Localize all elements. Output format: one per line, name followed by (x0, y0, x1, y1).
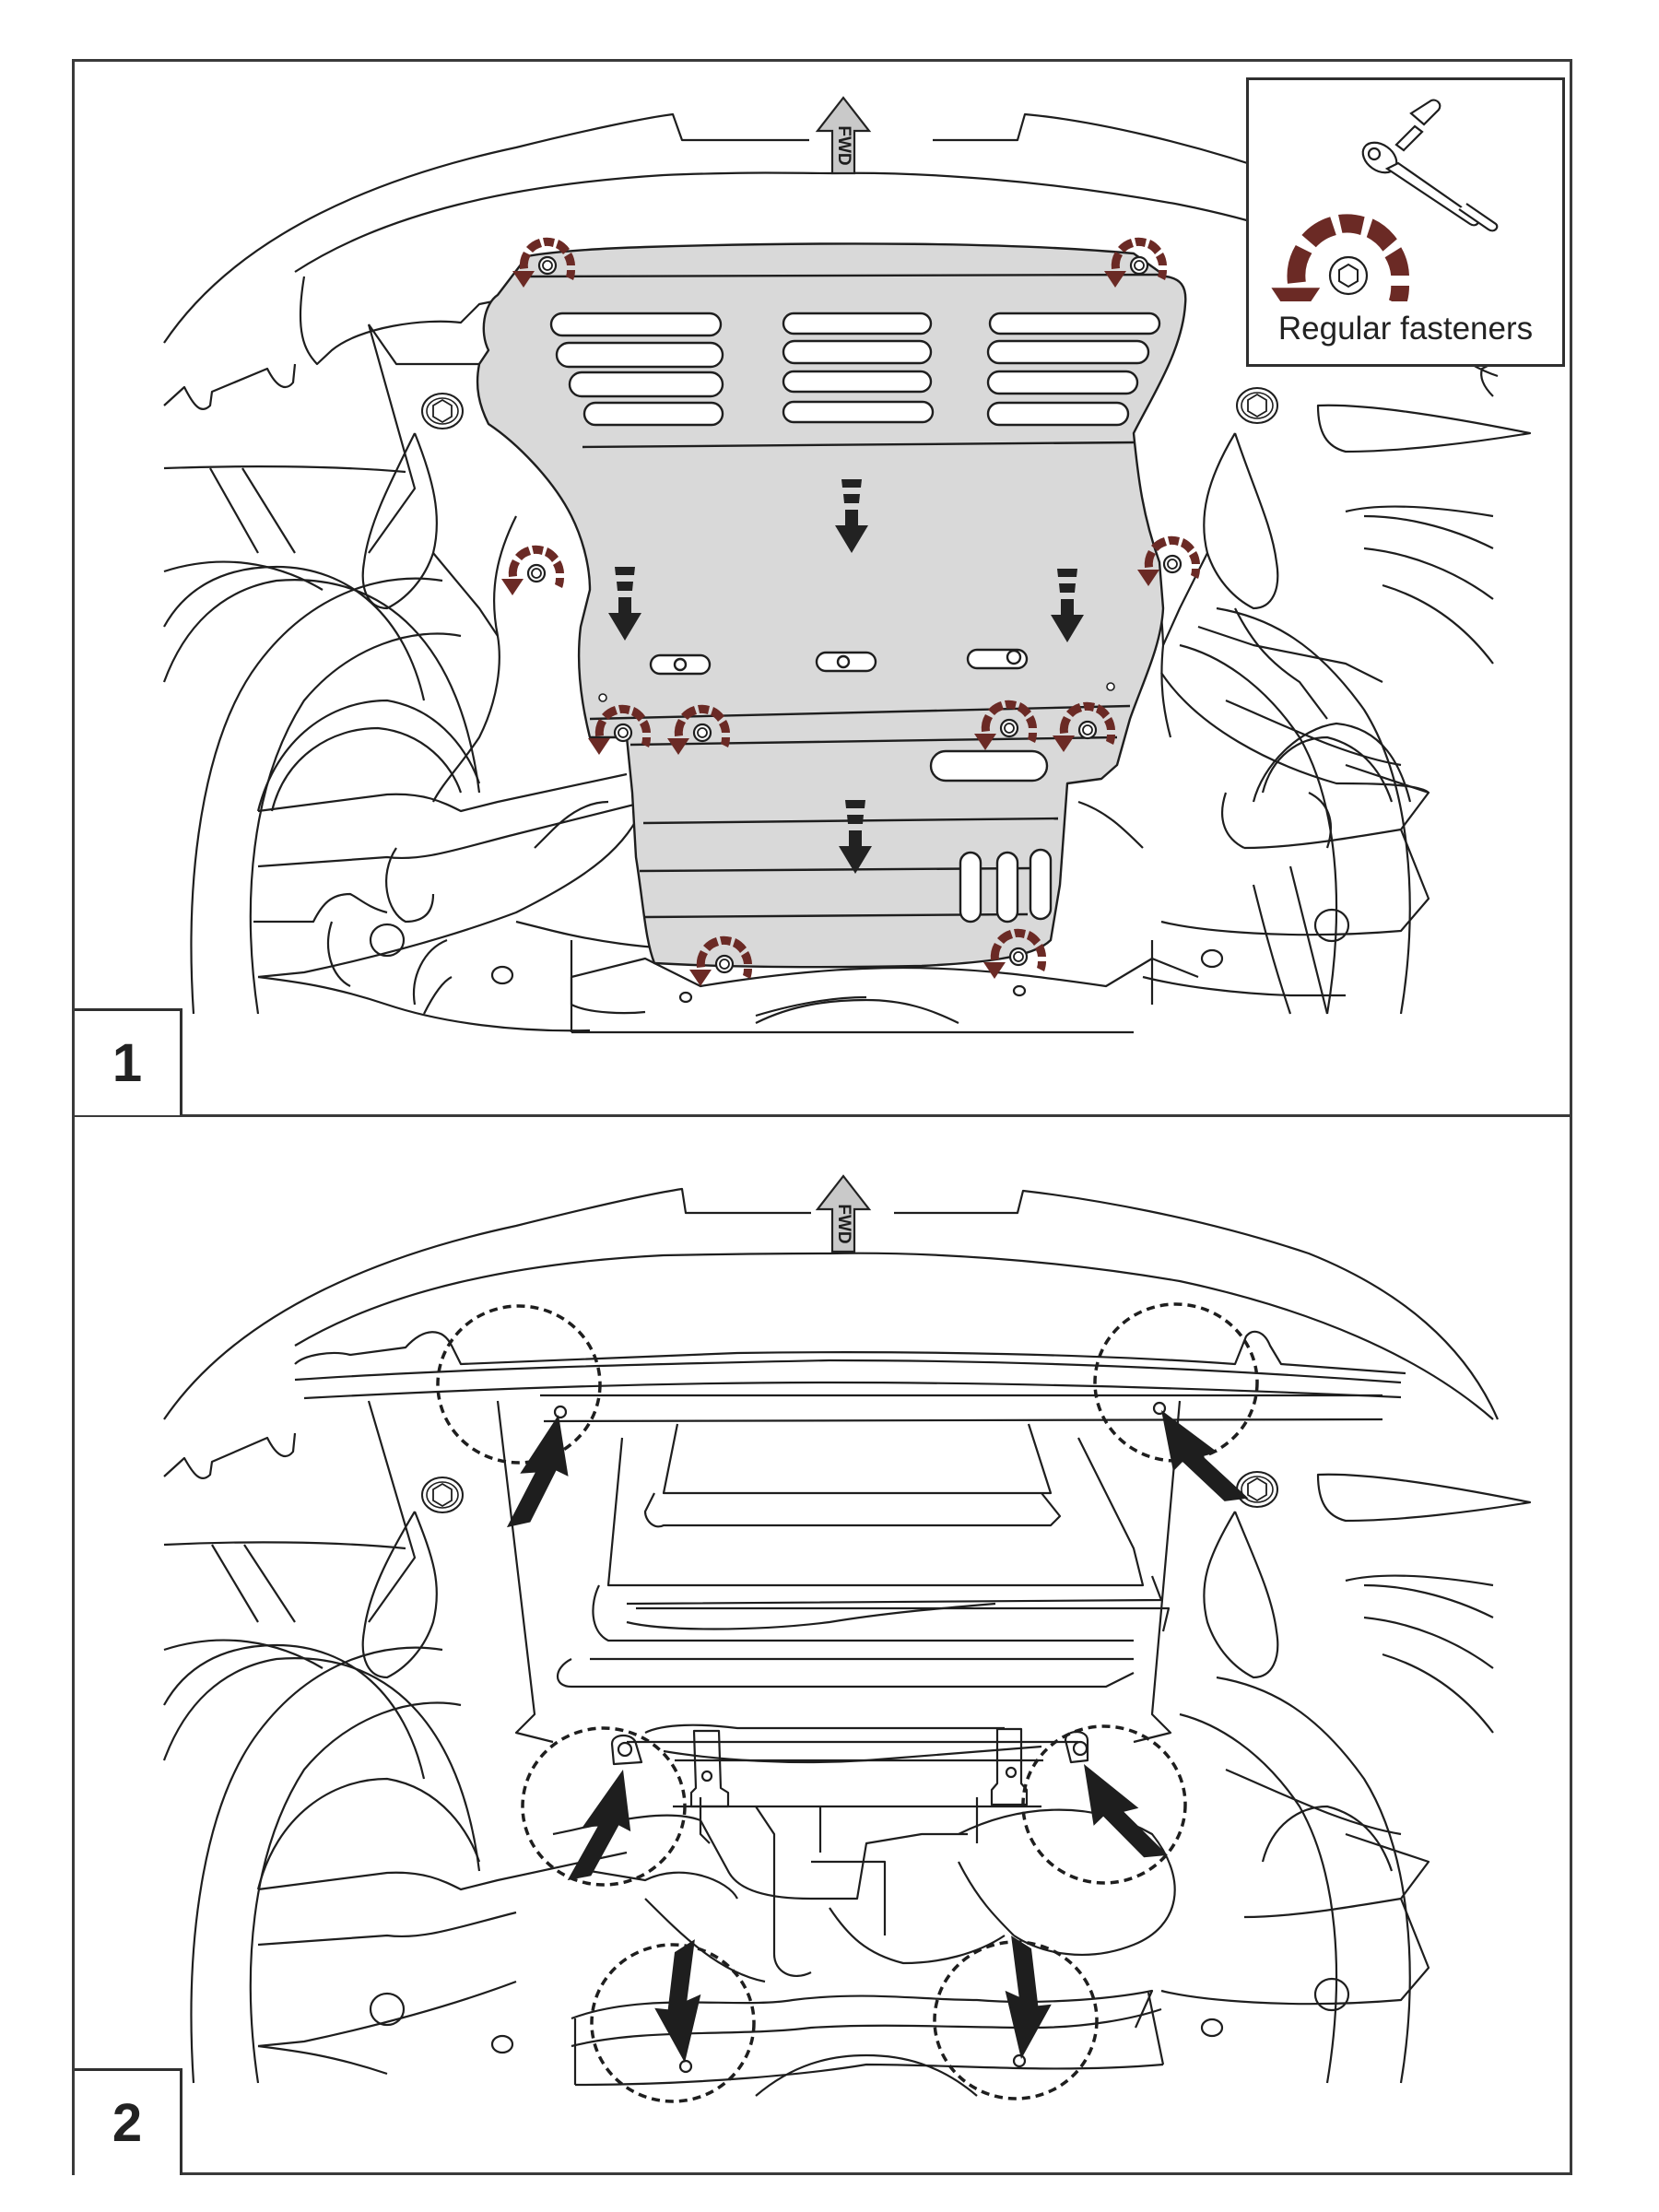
sheet-frame (72, 59, 1572, 2175)
panel-1-vehicle-outline (162, 112, 1532, 1034)
ratchet-wrench-icon (1361, 99, 1499, 232)
mounting-point-highlights (436, 1302, 1259, 2103)
hex-bolt-icon (1236, 387, 1278, 424)
step-number-2: 2 (75, 2068, 182, 2175)
fwd-arrow-2: FWD (816, 1174, 871, 1253)
fwd-label-2: FWD (834, 1204, 853, 1243)
fwd-label-1: FWD (834, 125, 853, 165)
hex-bolt-icon (1236, 1471, 1278, 1508)
step-number-1: 1 (75, 1008, 182, 1115)
hex-bolt-icon (421, 393, 464, 429)
mount-highlight-circle (436, 1304, 602, 1465)
skid-plate (476, 242, 1187, 969)
pointer-arrow-icon (506, 1409, 579, 1536)
mount-highlight-circle (1021, 1724, 1187, 1885)
legend-icons (1271, 99, 1499, 301)
hex-nut-icon (1328, 255, 1369, 296)
pointer-arrow-icon (990, 1936, 1063, 2063)
fastener-icon (500, 544, 566, 597)
legend-label: Regular fasteners (1277, 311, 1534, 347)
pointer-arrow-icon (1065, 1749, 1169, 1880)
panel-divider (72, 1114, 1572, 1117)
fastener-rotation-icon (1271, 214, 1410, 301)
legend-box: Regular fasteners (1246, 77, 1565, 367)
mount-highlight-circle (521, 1726, 687, 1887)
fwd-arrow-1: FWD (816, 96, 871, 175)
mount-highlight-circle (590, 1943, 756, 2103)
pointer-arrow-icon (567, 1762, 643, 1891)
hex-bolt-icon (421, 1477, 464, 1513)
panel-2-vehicle-outline (162, 1187, 1532, 2097)
